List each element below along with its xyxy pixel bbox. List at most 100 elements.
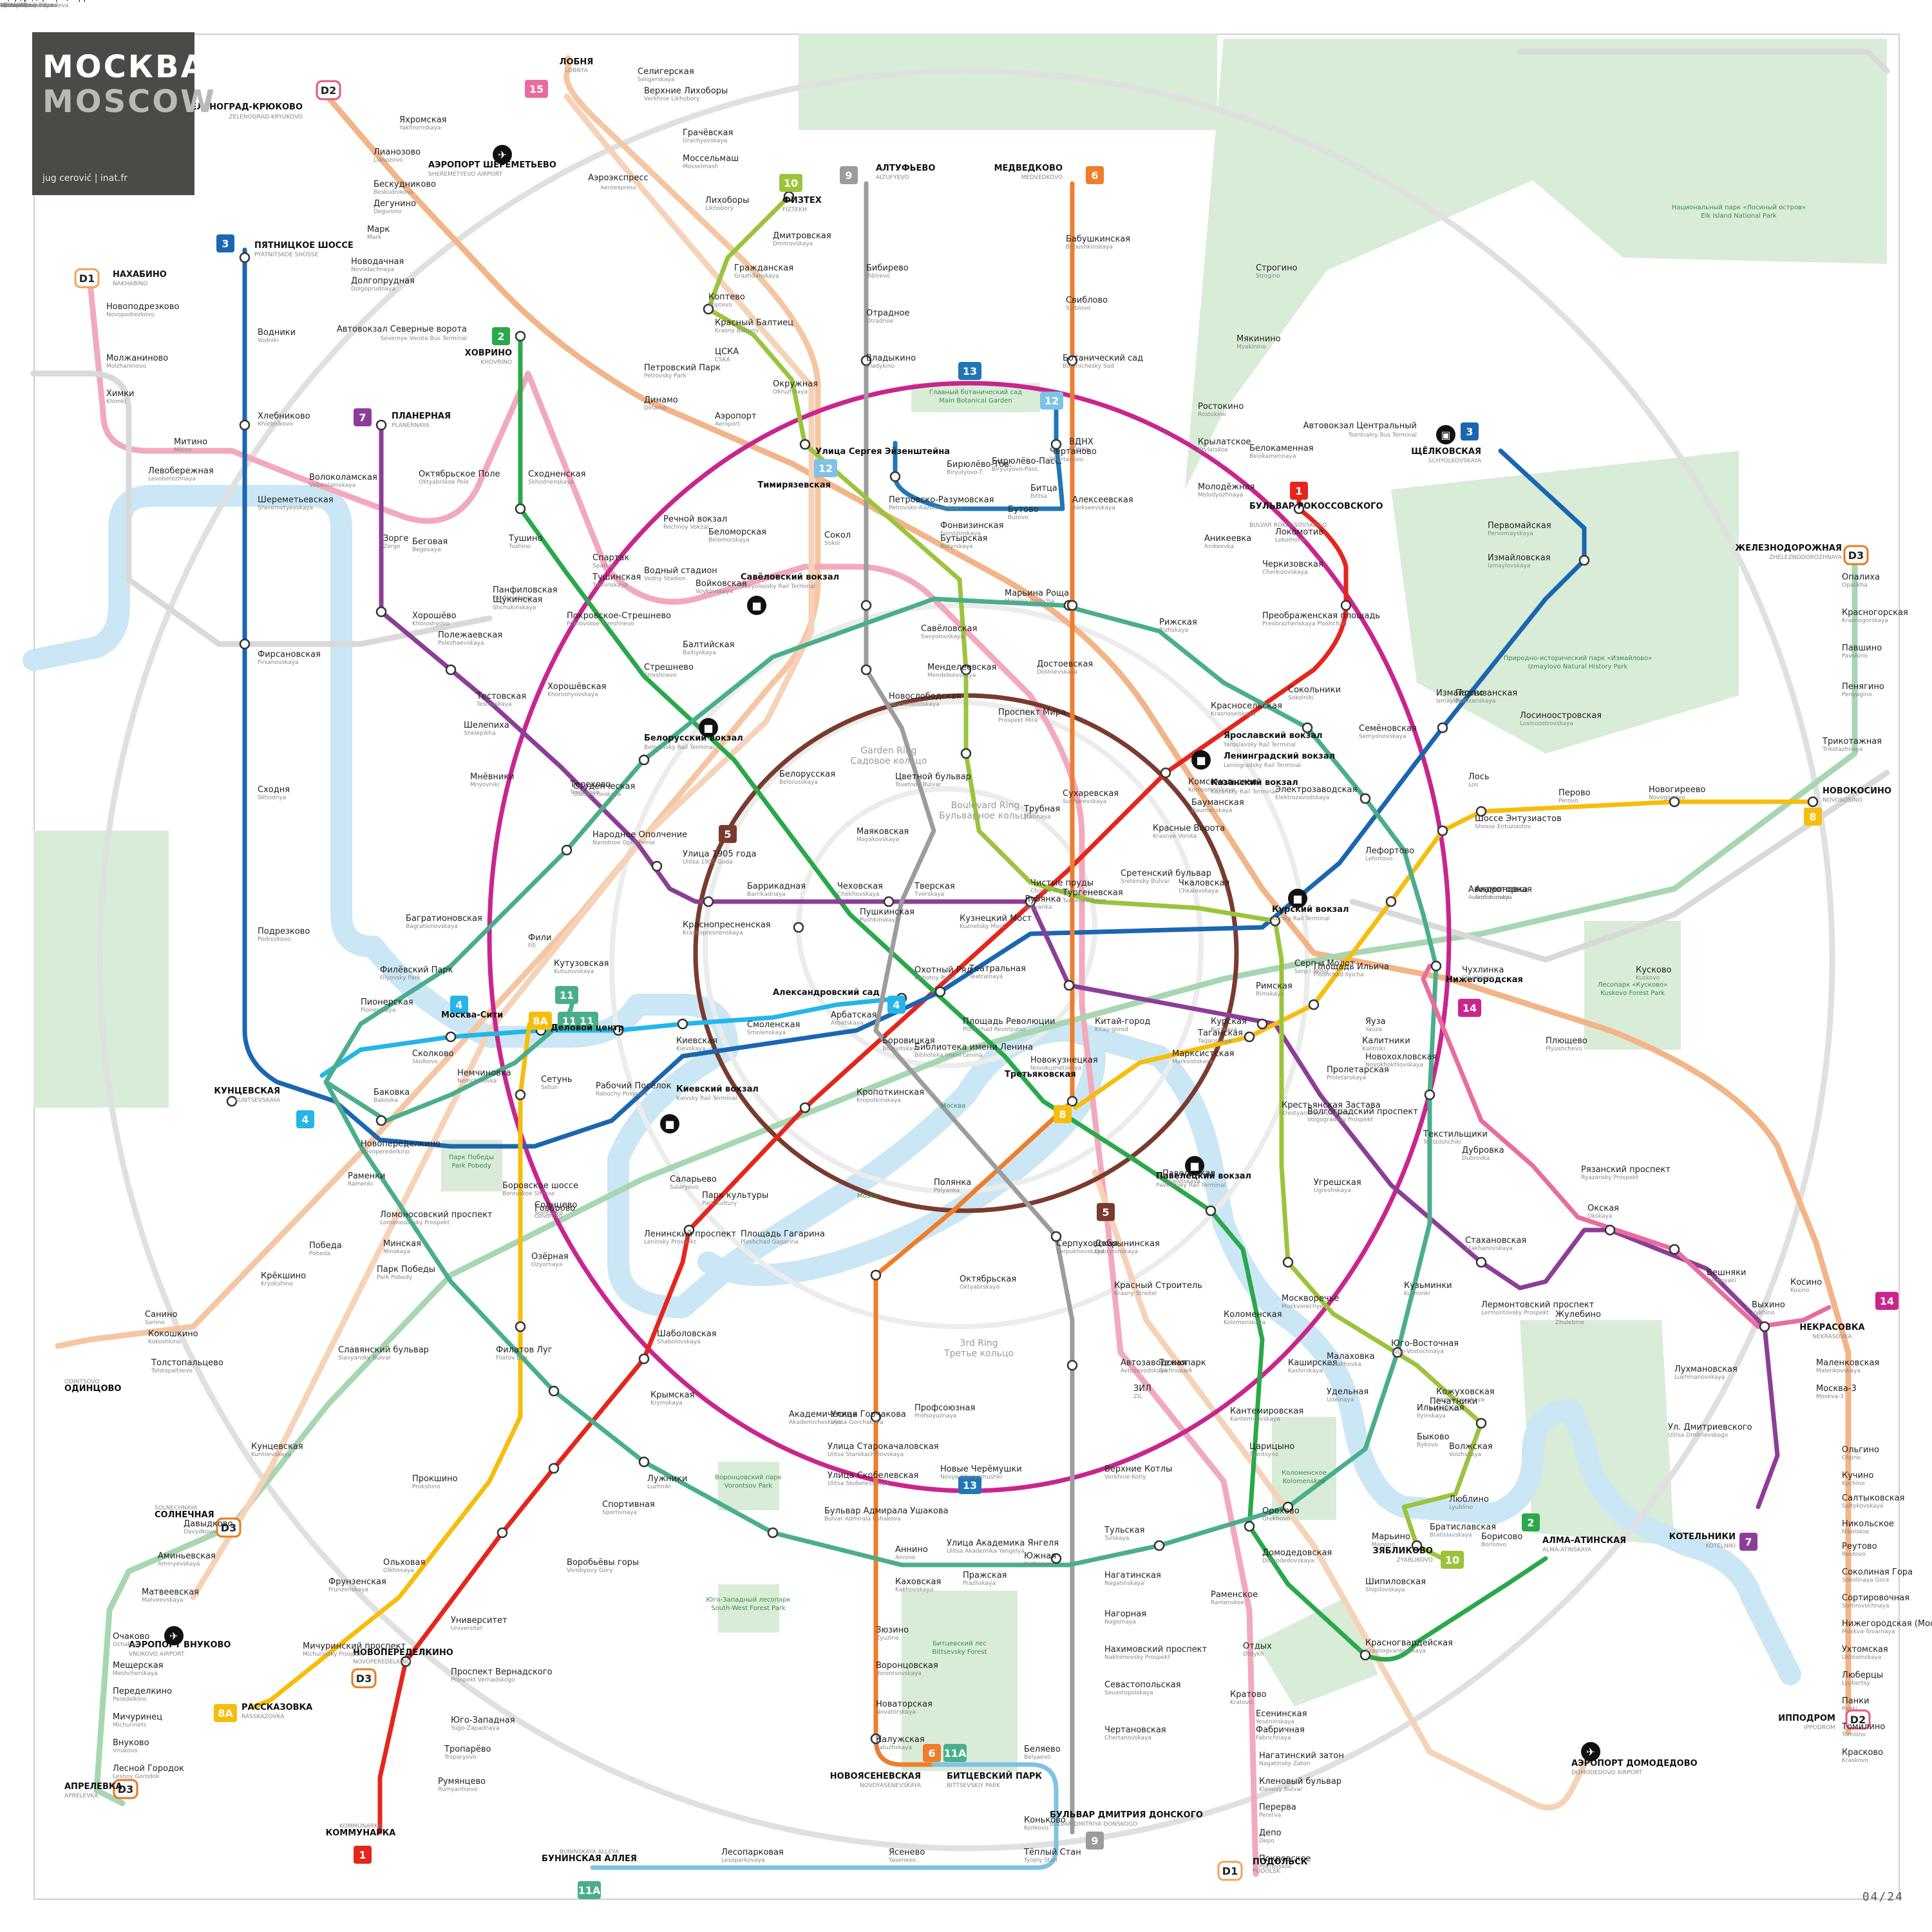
- station-dot[interactable]: [638, 754, 650, 766]
- station-label[interactable]: Бирюлёво-Тов.Biryulyovo-T.: [947, 460, 1012, 476]
- station-dot[interactable]: [239, 252, 251, 263]
- station-dot[interactable]: [1025, 896, 1036, 907]
- station-dot[interactable]: [375, 419, 387, 431]
- line-badge-14[interactable]: 14: [1458, 999, 1481, 1017]
- line-badge-1[interactable]: 1: [354, 1846, 372, 1864]
- station-dot[interactable]: [1256, 1018, 1268, 1030]
- station-dot[interactable]: [1437, 825, 1448, 837]
- station-label[interactable]: ЩербинкаShcherbinka: [0, 0, 46, 9]
- line-badge-12[interactable]: 12: [1040, 392, 1063, 410]
- station-dot[interactable]: [375, 606, 387, 618]
- station-dot[interactable]: [793, 922, 804, 933]
- station-dot[interactable]: [683, 1224, 695, 1236]
- station-dot[interactable]: [1293, 503, 1305, 515]
- line-badge-10[interactable]: 10: [1441, 1551, 1464, 1569]
- station-dot[interactable]: [1066, 1095, 1078, 1107]
- line-badge-d3[interactable]: D3: [113, 1779, 138, 1799]
- station-label[interactable]: Ул. Академика КоролёваUl. Akademika Koro…: [0, 0, 109, 9]
- station-dot[interactable]: [1475, 1417, 1487, 1429]
- station-dot[interactable]: [1759, 1321, 1770, 1332]
- line-badge-1[interactable]: 1: [1290, 482, 1308, 500]
- station-dot[interactable]: [1153, 1540, 1165, 1551]
- station-dot[interactable]: [1244, 1031, 1255, 1043]
- station-dot[interactable]: [703, 303, 714, 315]
- station-dot[interactable]: [1269, 915, 1281, 927]
- line-badge-11a[interactable]: 11A: [943, 1744, 967, 1762]
- station-dot[interactable]: [1050, 439, 1062, 450]
- line-badge-d3[interactable]: D3: [1843, 545, 1869, 565]
- line-badge-9[interactable]: 9: [1086, 1832, 1104, 1850]
